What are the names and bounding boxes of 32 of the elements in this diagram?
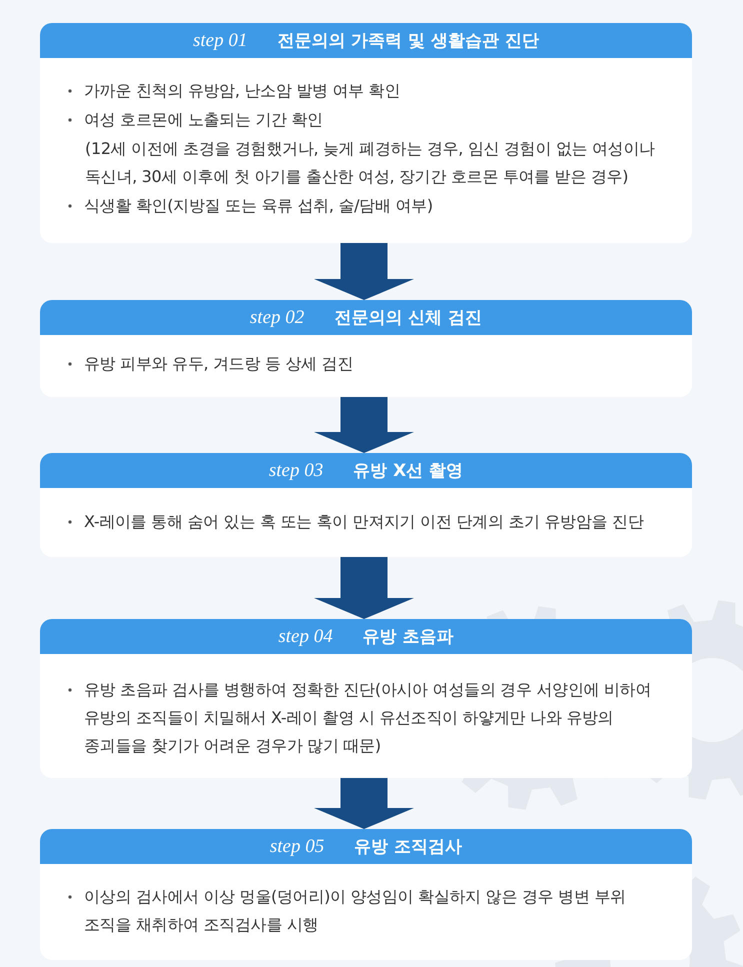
bullet-text: 가까운 친척의 유방암, 난소암 발병 여부 확인 [84, 80, 400, 102]
detail-text: (12세 이전에 초경을 경험했거나, 늦게 폐경하는 경우, 임신 경험이 없는 여성이나 독신녀, 30세 이후에 첫 아기를 출산한 여성, 장기간 호르몬 투여를 받은 경우) [85, 138, 656, 188]
step-card [40, 829, 692, 960]
step-title: 전문의의 신체 검진 [334, 307, 482, 329]
step-title: 유방 초음파 [362, 626, 454, 648]
header-band [40, 829, 692, 864]
step-label: step 01 [192, 30, 248, 52]
header-band [40, 453, 692, 488]
step-label: step 05 [270, 836, 324, 858]
arrow [314, 778, 414, 829]
header-band [40, 23, 692, 58]
step-card [40, 23, 692, 243]
step-title: 유방 조직검사 [354, 836, 462, 858]
header-band [40, 619, 692, 654]
step-card [40, 453, 692, 557]
step-card [40, 300, 692, 397]
bullet-text: 유방 초음파 검사를 병행하여 정확한 진단(아시아 여성들의 경우 서양인에 비하여 유방의 조직들이 치밀해서 X-레이 촬영 시 유선조직이 하얗게만 나와 유방의 종괴들을 찾기가 어려운 경우가 많기 때문) [84, 679, 652, 757]
step-title: 전문의의 가족력 및 생활습관 진단 [277, 30, 540, 52]
step-card [40, 619, 692, 778]
step-label: step 03 [268, 460, 324, 482]
bullet-text: 유방 피부와 유두, 겨드랑 등 상세 검진 [84, 353, 354, 375]
bullet-text: 식생활 확인(지방질 또는 육류 섭취, 술/담배 여부) [84, 195, 433, 217]
bullet-text: 여성 호르몬에 노출되는 기간 확인 [84, 109, 323, 131]
step-title: 유방 X선 촬영 [353, 460, 464, 482]
header-band [40, 300, 692, 335]
arrow [314, 243, 414, 300]
arrow [314, 557, 414, 619]
bullet-text: 이상의 검사에서 이상 멍울(덩어리)이 양성임이 확실하지 않은 경우 병변 부위 조직을 채취하여 조직검사를 시행 [84, 886, 627, 936]
arrow [314, 397, 414, 453]
bullet-text: X-레이를 통해 숨어 있는 혹 또는 혹이 만져지기 이전 단계의 초기 유방암을 진단 [84, 511, 644, 533]
step-label: step 04 [278, 626, 333, 648]
step-label: step 02 [250, 306, 304, 328]
